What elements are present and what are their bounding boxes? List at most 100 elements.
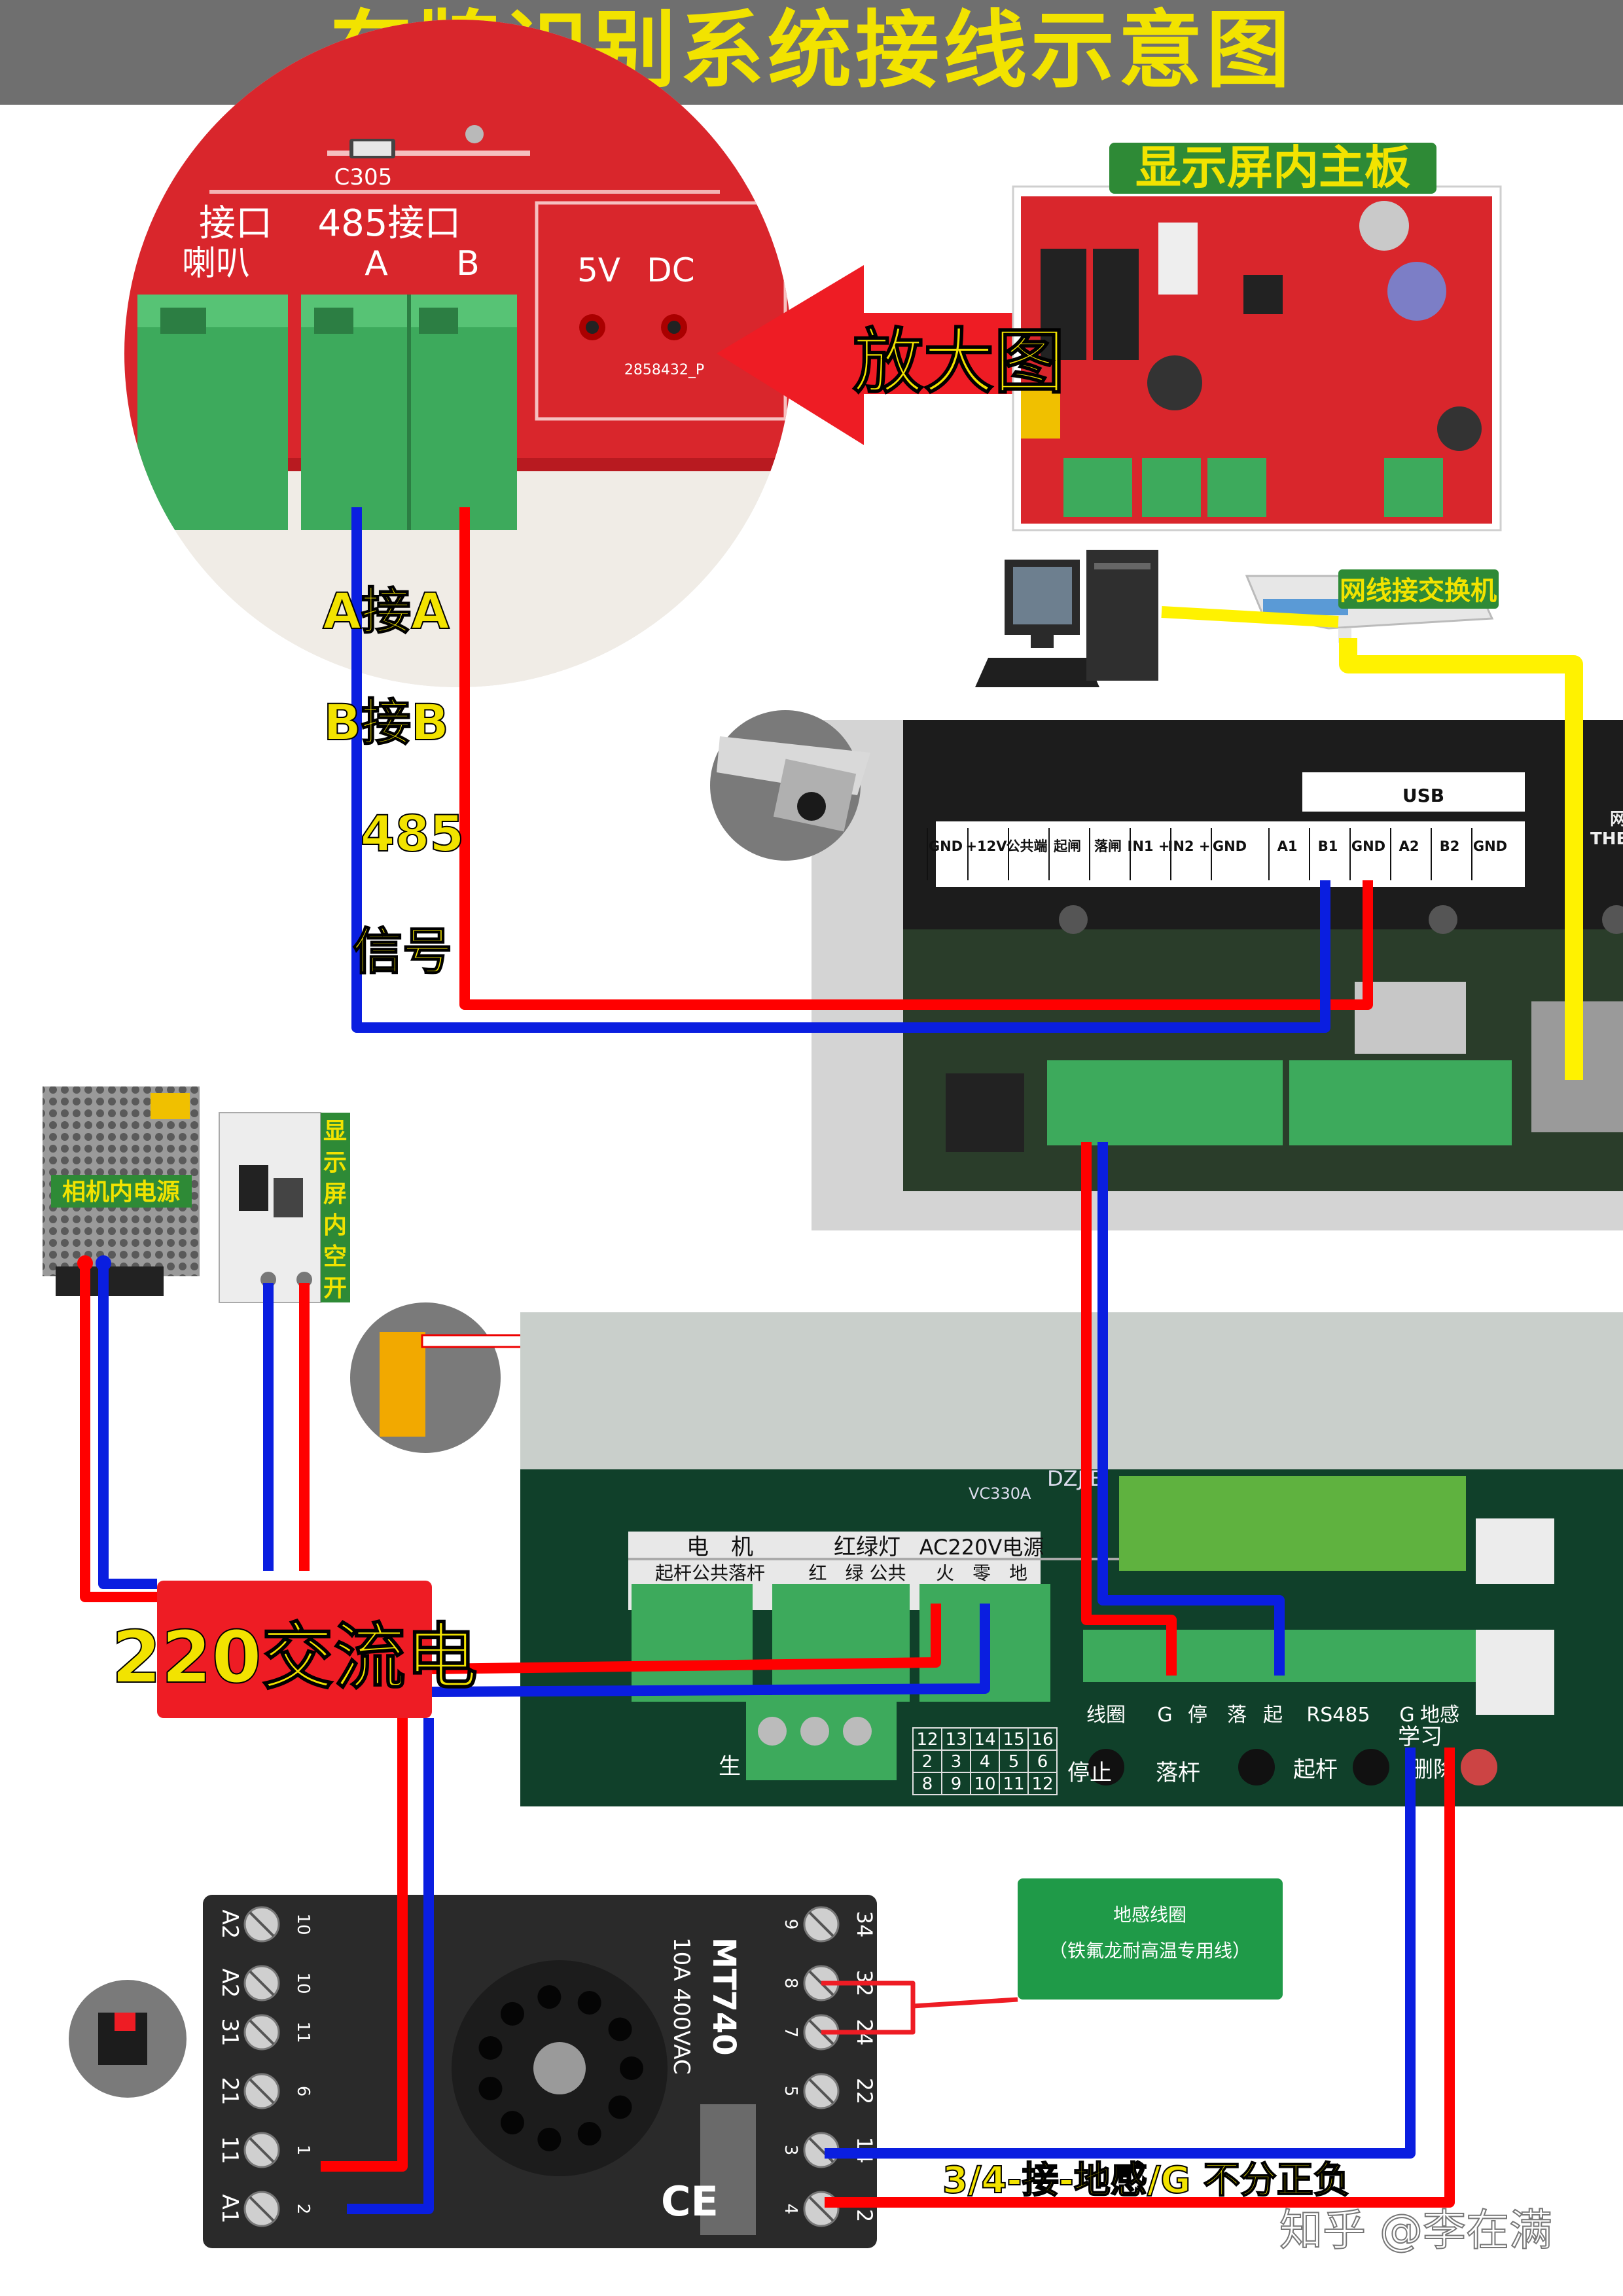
barrier-side-char: 生: [719, 1753, 741, 1780]
net-label: 网: [1610, 810, 1623, 829]
relay-right-pin: 7: [781, 2027, 800, 2038]
barrier-gate-icon: [350, 1302, 528, 1453]
barrier-model: DZJ-B: [1047, 1466, 1104, 1491]
relay-rating: 10A 400VAC: [668, 1937, 694, 2075]
camera-pin-label: IN2 +: [1168, 838, 1211, 854]
relay-left-label: A2: [217, 1910, 243, 1939]
grid-number: 9: [951, 1774, 962, 1794]
sub-ac: 火 零 地: [936, 1562, 1027, 1584]
relay-left-label: 21: [217, 2077, 243, 2105]
barrier-button-label: 停止: [1067, 1760, 1112, 1786]
grid-number: 11: [1003, 1774, 1024, 1794]
camera-pin-label: 起闸: [1053, 838, 1081, 854]
switch-label: 网线接交换机: [1340, 576, 1497, 606]
camera-pin-label: B2: [1440, 838, 1460, 854]
header-ac: AC220V电源: [919, 1535, 1044, 1560]
barrier-button-labels: 停止落杆起杆学习删除: [1067, 1724, 1455, 1786]
pc-icon: [975, 550, 1158, 687]
relay-left-pin: 11: [293, 2021, 313, 2043]
pin-b-label: B: [456, 244, 480, 283]
breaker-label-char: 显: [323, 1118, 347, 1145]
camera-icon: [710, 710, 870, 861]
grid-number: 10: [974, 1774, 995, 1794]
relay-right-label: 34: [852, 1911, 877, 1938]
display-mainboard-label: 显示屏内主板: [1135, 141, 1410, 194]
camera-pin-label: GND: [1473, 838, 1507, 854]
camera-pin-label: GND: [1351, 838, 1385, 854]
loop-note: 3/4-接-地感/G 不分正负: [942, 2159, 1350, 2202]
ac-220-label: 220交流电: [111, 1581, 478, 1718]
relay-left-pin: 10: [293, 1913, 313, 1935]
camera-pin-label: 公共端: [1007, 838, 1048, 854]
relay-right-label: 22: [852, 2078, 877, 2105]
sub-light: 红 绿 公共: [809, 1562, 906, 1584]
wiring-note-line: 信号: [353, 922, 452, 980]
grid-number: 2: [922, 1752, 933, 1772]
relay-left-pin: 2: [293, 2204, 313, 2215]
breaker-label-char: 屏: [323, 1181, 347, 1208]
terminal-block-485: [301, 295, 517, 530]
grid-number: 12: [916, 1730, 938, 1749]
grid-number: 4: [980, 1752, 991, 1772]
loop-coil-line1: 地感线圈: [1113, 1904, 1186, 1926]
barrier-bottom-label: 起: [1263, 1704, 1283, 1727]
pin-a-label: A: [365, 244, 388, 283]
relay-ce: CE: [661, 2178, 719, 2225]
power-dc-label: DC: [647, 251, 694, 289]
barrier-bottom-label: G: [1399, 1704, 1414, 1727]
barrier-bottom-label: RS485: [1306, 1704, 1370, 1727]
barrier-bottom-label: 地感: [1420, 1704, 1459, 1727]
relay-right-pin: 3: [781, 2145, 800, 2156]
zoom-arrow: [717, 265, 1021, 445]
grid-number: 15: [1003, 1730, 1024, 1749]
power-5v-label: 5V: [577, 251, 620, 289]
relay-left-label: A2: [217, 1969, 243, 1998]
relay-left-pin: 10: [293, 1972, 313, 1994]
breaker-label-char: 空: [323, 1244, 347, 1270]
camera-power-supply: 相机内电源: [43, 1086, 200, 1296]
zoom-circle: C305 485接口 接口 喇叭 A B 5V DC 2858432_P: [124, 20, 792, 687]
loop-detector-icon: [69, 1980, 187, 2098]
barrier-board: 电 机 红绿灯 AC220V电源 起杆公共落杆 红 绿 公共 火 零 地 DZJ…: [520, 1312, 1623, 1806]
breaker-label-char: 示: [323, 1149, 347, 1176]
relay-left-pin: 6: [293, 2086, 313, 2097]
barrier-bottom-label: 停: [1188, 1704, 1207, 1727]
camera-power-label: 相机内电源: [62, 1179, 180, 1206]
loop-coil-line2: （铁氟龙耐高温专用线）: [1049, 1940, 1251, 1962]
grid-number: 12: [1031, 1774, 1053, 1794]
pcb-code: 2858432_P: [624, 362, 704, 378]
zoom-label: 放大图: [853, 321, 1065, 403]
port-485-label: 485接口: [318, 202, 461, 245]
relay-model: MT740: [705, 1937, 742, 2056]
grid-number: 5: [1008, 1752, 1020, 1772]
grid-number: 3: [951, 1752, 962, 1772]
grid-number: 6: [1037, 1752, 1048, 1772]
relay-left-pin: 1: [293, 2145, 313, 2156]
relay-left-label: 11: [217, 2136, 243, 2164]
camera-pin-label: GND: [929, 838, 963, 854]
ether-label: THER: [1590, 829, 1623, 849]
barrier-bottom-label: 落: [1227, 1704, 1247, 1727]
relay-left-label: 31: [217, 2018, 243, 2046]
breaker-label-char: 内: [323, 1212, 347, 1239]
c305-label: C305: [334, 164, 393, 190]
display-mainboard: 显示屏内主板: [1012, 141, 1502, 531]
wiring-note-line: 485: [361, 804, 465, 863]
usb-label: USB: [1402, 785, 1444, 806]
camera-pin-label: A1: [1277, 838, 1298, 854]
wiring-note-line: A接A: [323, 582, 450, 640]
camera-pin-label: +12V: [965, 838, 1007, 854]
watermark: 知乎 @李在满: [1279, 2205, 1552, 2255]
relay-right-pin: 9: [781, 1919, 800, 1930]
header-motor: 电 机: [687, 1534, 753, 1560]
port-left-label: 接口: [199, 202, 272, 245]
